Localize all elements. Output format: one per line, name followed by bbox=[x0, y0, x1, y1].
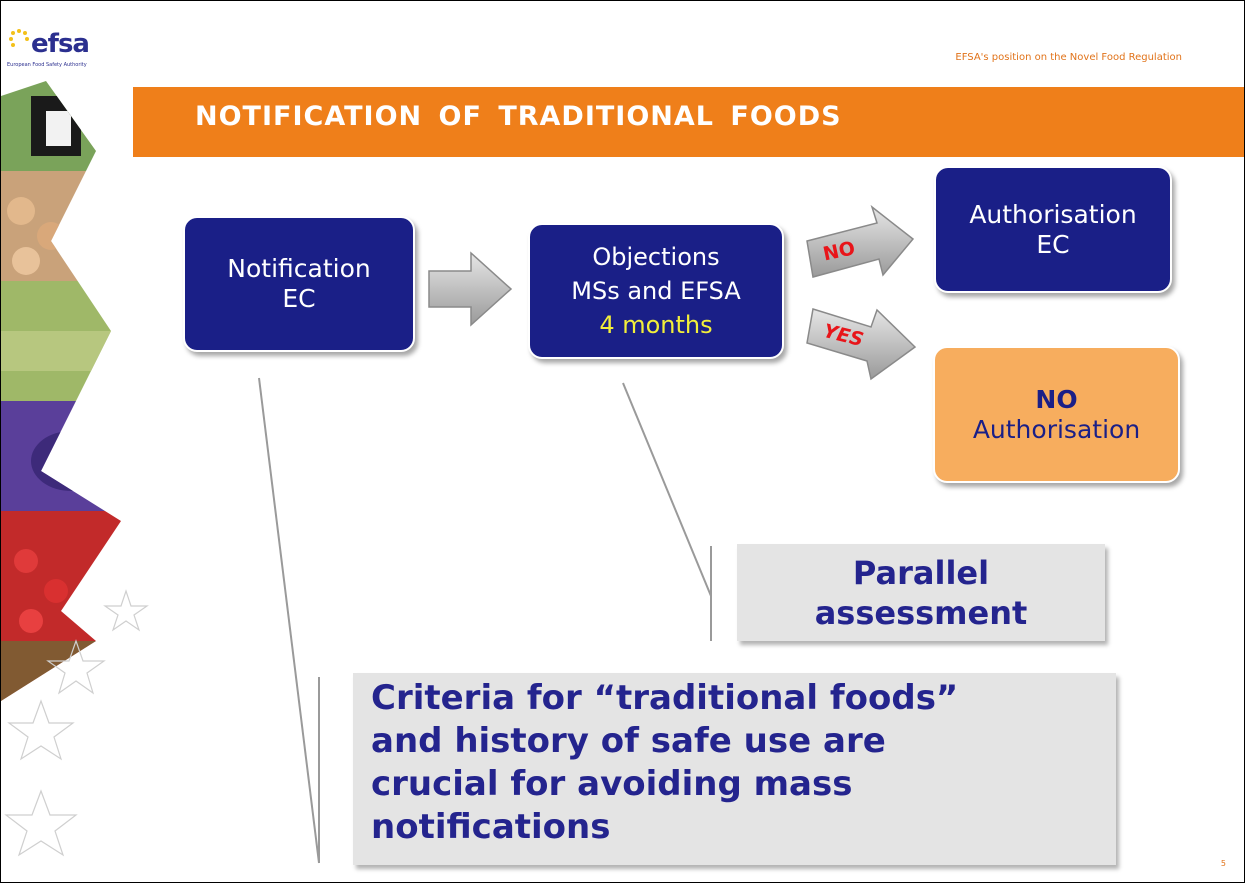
notification-ec-box: Notification EC bbox=[183, 216, 415, 352]
notification-line2: EC bbox=[282, 284, 316, 313]
arrow-no bbox=[806, 204, 915, 278]
objections-line1: Objections bbox=[592, 243, 720, 271]
authorisation-line1: Authorisation bbox=[969, 200, 1137, 229]
no-authorisation-box: NO Authorisation bbox=[933, 346, 1180, 483]
decorative-photo-strip bbox=[1, 81, 149, 857]
objections-duration: 4 months bbox=[599, 311, 713, 339]
page-number: 5 bbox=[1220, 859, 1226, 868]
parallel-line1: Parallel bbox=[852, 553, 990, 592]
callout-line-objections bbox=[622, 382, 712, 597]
logo-subtitle: European Food Safety Authority bbox=[7, 62, 87, 68]
parallel-assessment-callout: Parallel assessment bbox=[737, 544, 1105, 641]
criteria-line2: and history of safe use are bbox=[371, 721, 886, 761]
objections-box: Objections MSs and EFSA 4 months bbox=[528, 223, 784, 359]
logo-wordmark: efsa bbox=[31, 29, 90, 59]
arrow-notification-to-objections bbox=[428, 251, 513, 327]
callout-line-notification bbox=[258, 377, 320, 864]
slide-title: NOTIFICATION OF TRADITIONAL FOODS bbox=[195, 101, 842, 132]
title-bar: NOTIFICATION OF TRADITIONAL FOODS bbox=[133, 87, 1244, 157]
notification-line1: Notification bbox=[227, 254, 371, 283]
arrow-yes bbox=[806, 308, 917, 381]
objections-line2: MSs and EFSA bbox=[571, 277, 741, 305]
criteria-callout: Criteria for “traditional foods” and his… bbox=[353, 673, 1116, 865]
authorisation-ec-box: Authorisation EC bbox=[934, 166, 1172, 293]
header-note: EFSA's position on the Novel Food Regula… bbox=[955, 52, 1182, 63]
authorisation-line2: EC bbox=[1036, 230, 1070, 259]
logo-dots-icon bbox=[9, 29, 29, 47]
efsa-logo bbox=[7, 19, 137, 79]
no-authorisation-line2: Authorisation bbox=[972, 414, 1141, 444]
criteria-line3: crucial for avoiding mass bbox=[371, 764, 853, 804]
criteria-line1: Criteria for “traditional foods” bbox=[371, 678, 959, 718]
parallel-line2: assessment bbox=[814, 593, 1028, 632]
criteria-line4: notifications bbox=[371, 807, 611, 847]
no-authorisation-line1: NO bbox=[1035, 384, 1078, 414]
